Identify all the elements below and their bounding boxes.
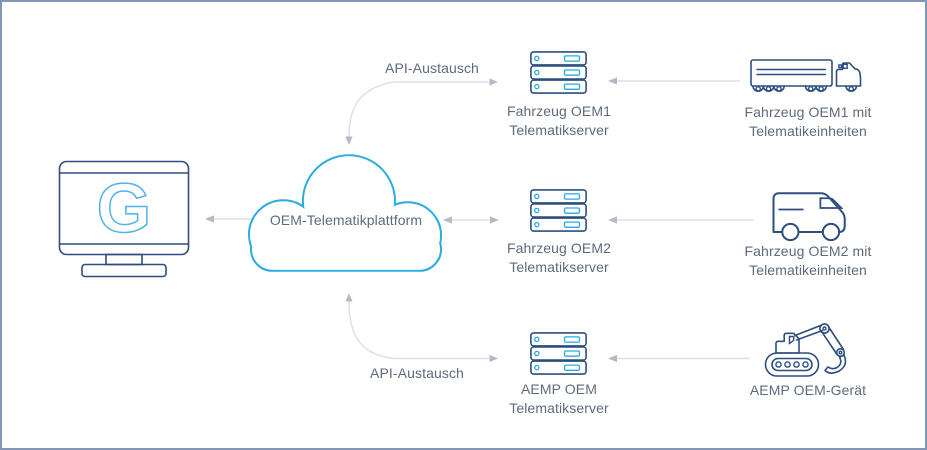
device3-label-line1: AEMP OEM-Gerät [749, 382, 867, 398]
server1-label-line2: Telematikserver [509, 122, 609, 138]
server3-node [530, 332, 587, 375]
server-stack-icon [530, 51, 587, 94]
arrow-api-top-curve [345, 78, 498, 145]
platform-cloud-node [248, 154, 444, 272]
device3-node [763, 319, 855, 379]
cloud-fill [249, 156, 441, 270]
api-exchange-label-top: API-Austausch [385, 60, 479, 76]
server-stack-icon [530, 332, 587, 375]
server3-label: AEMP OEM Telematikserver [484, 380, 634, 418]
server3-label-line2: Telematikserver [509, 400, 609, 416]
server1-node [530, 51, 587, 94]
device2-label-line1: Fahrzeug OEM2 mit [744, 243, 872, 259]
device1-node [750, 58, 862, 102]
arrowhead-left [443, 216, 452, 224]
server2-label-line1: Fahrzeug OEM2 [506, 240, 611, 256]
arrowhead-left [608, 77, 617, 85]
arrowhead-left [608, 216, 617, 224]
server3-label-line1: AEMP OEM [520, 381, 597, 397]
monitor-icon: G [58, 160, 190, 278]
arrow-van-to-server2 [608, 216, 754, 224]
cloud-icon [248, 154, 443, 272]
server2-label: Fahrzeug OEM2 Telematikserver [484, 239, 634, 277]
arrowhead-left [608, 354, 617, 363]
device1-label-line1: Fahrzeug OEM1 mit [744, 104, 872, 120]
excavator-icon [764, 323, 847, 377]
device2-label-line2: Telematikeinheiten [749, 262, 867, 278]
device2-label: Fahrzeug OEM2 mit Telematikeinheiten [722, 242, 894, 280]
delivery-van-icon [772, 192, 846, 242]
server-stack-icon [530, 189, 587, 232]
server2-node [530, 189, 587, 232]
arrowhead-down [345, 136, 353, 145]
arrowhead-up [345, 293, 353, 302]
device1-label: Fahrzeug OEM1 mit Telematikeinheiten [722, 103, 894, 141]
arrowhead-right [489, 354, 498, 363]
arrowhead-right [489, 78, 498, 86]
arrow-line [348, 300, 489, 360]
client-logo-letter: G [97, 169, 151, 247]
server1-label-line1: Fahrzeug OEM1 [506, 103, 611, 119]
device2-node [768, 192, 849, 242]
arrow-api-bottom-curve [345, 293, 498, 363]
platform-label: OEM-Telematikplattform [269, 212, 423, 228]
api-exchange-label-bottom: API-Austausch [370, 365, 464, 381]
arrowhead-left [205, 215, 214, 223]
arrow-line [348, 81, 489, 138]
server2-label-line2: Telematikserver [509, 259, 609, 275]
arrow-truck-to-server1 [608, 77, 740, 85]
arrow-excavator-to-server3 [608, 354, 750, 363]
device1-label-line2: Telematikeinheiten [749, 123, 867, 139]
client-monitor-node: G [58, 160, 190, 280]
server1-label: Fahrzeug OEM1 Telematikserver [484, 102, 634, 140]
semi-truck-icon [750, 59, 862, 92]
arrowhead-right [490, 216, 499, 224]
arrow-cloud-server2-bidirectional [443, 216, 499, 224]
device3-label: AEMP OEM-Gerät [722, 381, 894, 400]
